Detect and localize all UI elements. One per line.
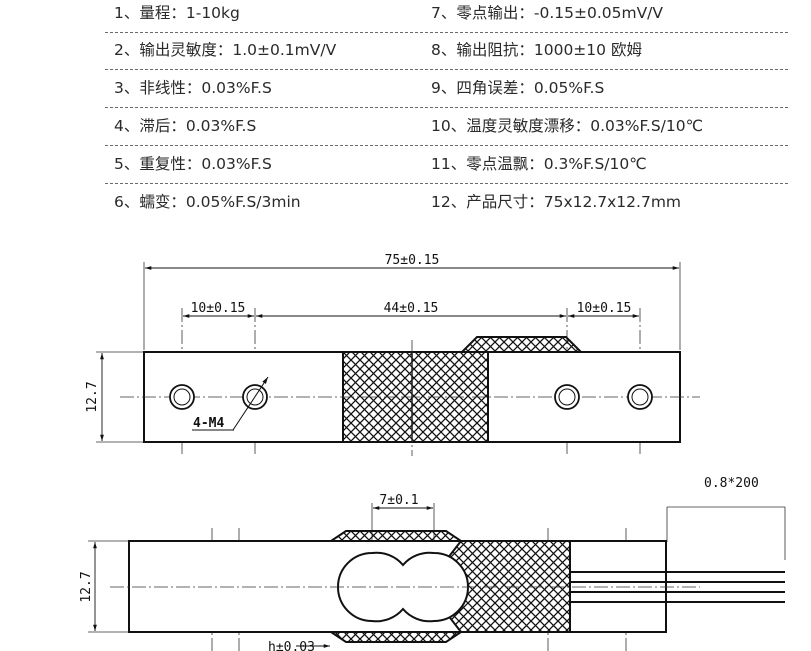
top-gauge-cover: [327, 530, 465, 542]
side-view: 0.8*200 7±0.1 12.7: [79, 476, 786, 651]
spec-row-4: 4、滞后：0.03%F.S 10、温度灵敏度漂移：0.03%F.S/10℃: [0, 114, 811, 152]
center-length-label: 44±0.15: [384, 301, 439, 316]
mount-hole-inner: [558, 388, 576, 406]
right-offset-label: 10±0.15: [577, 301, 632, 316]
spec-row-5: 5、重复性：0.03%F.S 11、零点温飘：0.3%F.S/10℃: [0, 152, 811, 190]
spec-row-6: 6、蠕变：0.05%F.S/3min 12、产品尺寸：75x12.7x12.7m…: [0, 190, 811, 228]
gauge-cover: [459, 336, 584, 353]
spec-item: 3、非线性：0.03%F.S: [114, 79, 272, 97]
spec-item: 6、蠕变：0.05%F.S/3min: [114, 193, 301, 211]
row-divider: [105, 183, 788, 184]
spec-item: 12、产品尺寸：75x12.7x12.7mm: [431, 193, 682, 211]
side-height-label: 12.7: [79, 571, 94, 602]
spec-item: 9、四角误差：0.05%F.S: [431, 79, 605, 97]
overall-length-label: 75±0.15: [385, 253, 440, 268]
spec-item: 5、重复性：0.03%F.S: [114, 155, 272, 173]
spec-list: 1、量程：1-10kg 7、零点输出：-0.15±0.05mV/V 2、输出灵敏…: [0, 0, 811, 230]
cable-spec-label: 0.8*200: [704, 476, 759, 491]
hole-note-leader: [232, 376, 269, 431]
mount-hole-inner: [631, 388, 649, 406]
spec-item: 8、输出阻抗：1000±10 欧姆: [431, 41, 642, 59]
left-offset-label: 10±0.15: [191, 301, 246, 316]
row-divider: [105, 69, 788, 70]
spec-item: 2、输出灵敏度：1.0±0.1mV/V: [114, 41, 337, 59]
spec-row-3: 3、非线性：0.03%F.S 9、四角误差：0.05%F.S: [0, 76, 811, 114]
spec-row-2: 2、输出灵敏度：1.0±0.1mV/V 8、输出阻抗：1000±10 欧姆: [0, 38, 811, 76]
spec-item: 10、温度灵敏度漂移：0.03%F.S/10℃: [431, 117, 704, 135]
bottom-tol-label: h±0.03: [268, 640, 315, 651]
row-divider: [105, 32, 788, 33]
hole-note-label: 4-M4: [193, 416, 224, 431]
height-label: 12.7: [85, 381, 100, 412]
bottom-gauge-cover: [327, 631, 465, 643]
spec-item: 7、零点输出：-0.15±0.05mV/V: [431, 4, 663, 22]
spec-item: 11、零点温飘：0.3%F.S/10℃: [431, 155, 647, 173]
spec-item: 4、滞后：0.03%F.S: [114, 117, 257, 135]
row-divider: [105, 145, 788, 146]
top-view: 75±0.15 10±0.15 44±0.15 10±0.15 12.7: [85, 253, 700, 456]
row-divider: [105, 107, 788, 108]
gap-width-label: 7±0.1: [379, 493, 418, 508]
mount-hole-inner: [246, 388, 264, 406]
spec-item: 1、量程：1-10kg: [114, 4, 240, 22]
spec-row-1: 1、量程：1-10kg 7、零点输出：-0.15±0.05mV/V: [0, 0, 811, 38]
mount-hole-inner: [173, 388, 191, 406]
